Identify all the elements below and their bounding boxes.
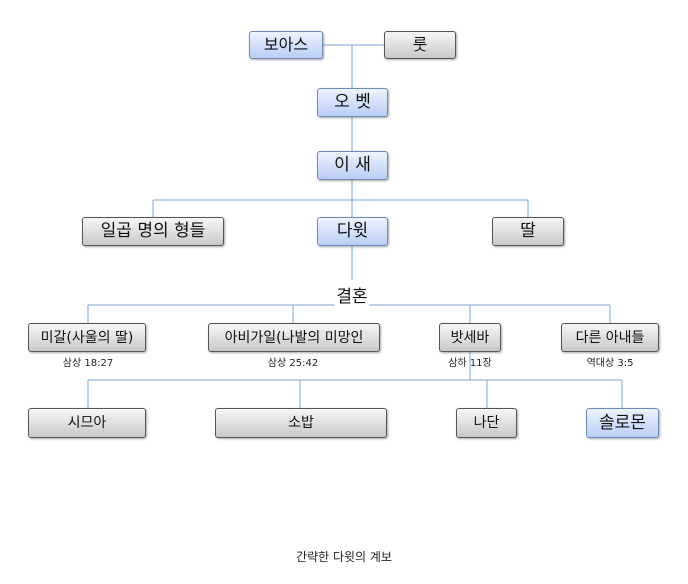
node-seven-brothers: 일곱 명의 형들: [82, 217, 224, 246]
node-shimea: 시므아: [28, 408, 146, 438]
ref-michal: 삼상 18:27: [62, 358, 114, 369]
node-bathsheba: 밧세바: [439, 323, 501, 352]
ref-abigail: 삼상 25:42: [267, 358, 319, 369]
node-nathan: 나단: [456, 408, 517, 438]
node-ruth: 룻: [384, 31, 456, 59]
marriage-label: 결혼: [334, 282, 370, 307]
node-daughter: 딸: [492, 217, 564, 246]
figure-caption: 간략한 다윗의 계보: [296, 550, 392, 564]
node-boaz: 보아스: [249, 31, 323, 59]
node-jesse: 이 새: [317, 151, 388, 180]
ref-bathsheba: 삼하 11장: [448, 358, 492, 369]
ref-other-wives: 역대상 3:5: [586, 358, 634, 369]
node-abigail: 아비가일(나발의 미망인: [208, 323, 380, 352]
node-solomon: 솔로몬: [586, 408, 659, 438]
node-obed: 오 벳: [317, 88, 388, 117]
node-michal: 미갈(사울의 딸): [28, 323, 146, 352]
node-other-wives: 다른 아내들: [561, 323, 659, 352]
node-david: 다윗: [317, 217, 388, 246]
node-shobab: 소밥: [215, 408, 387, 438]
